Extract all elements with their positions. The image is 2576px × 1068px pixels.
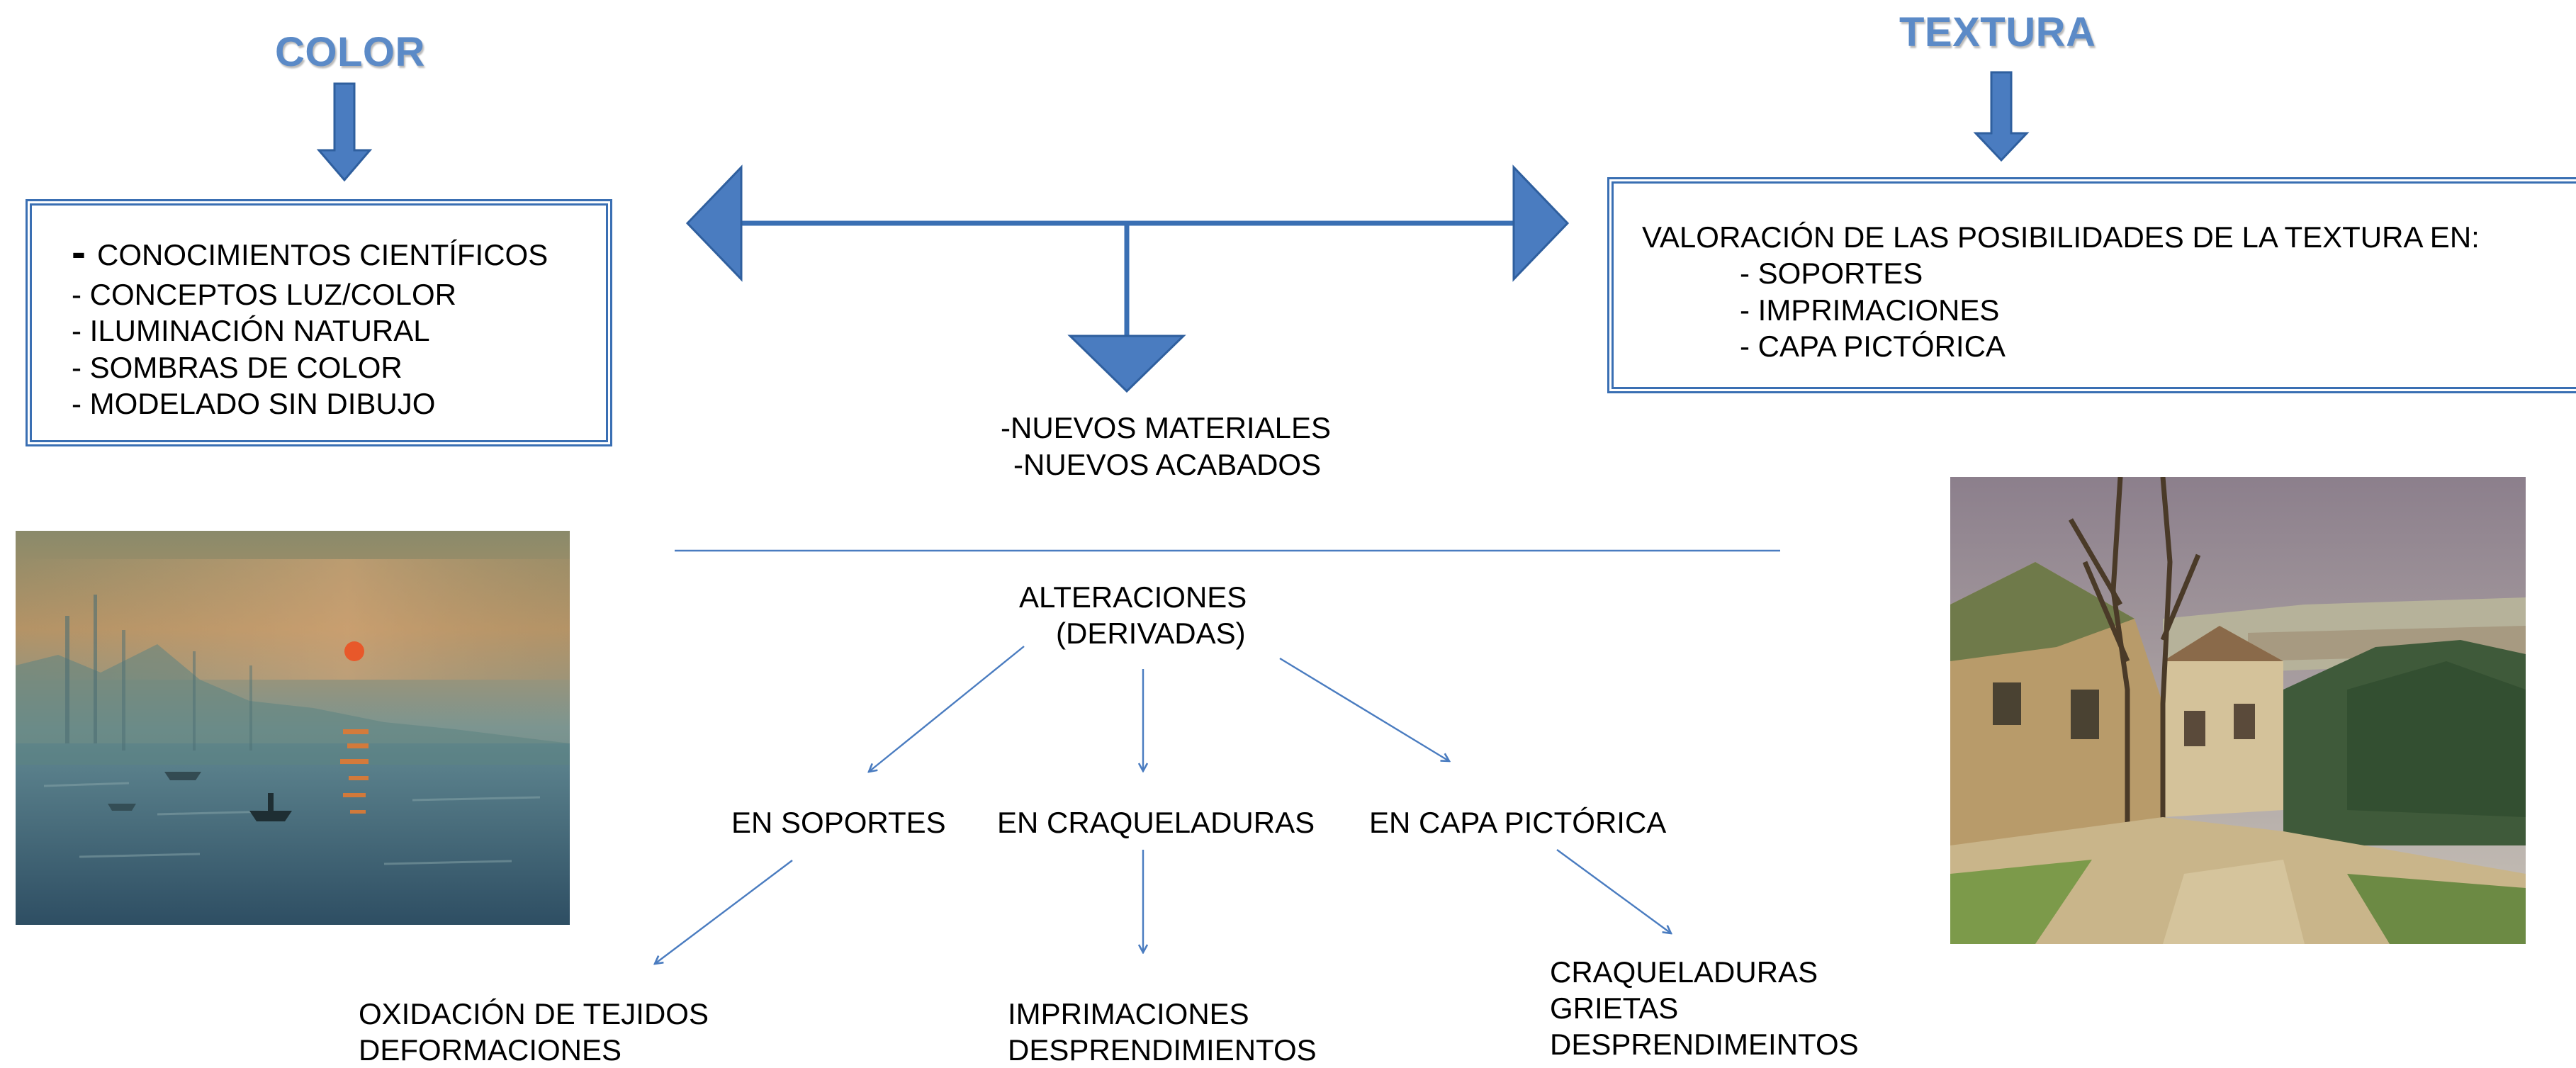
textura-box-intro: VALORACIÓN DE LAS POSIBILIDADES DE LA TE… [1642, 220, 2480, 254]
textura-box-item: - SOPORTES [1740, 257, 1923, 290]
effect-item: CRAQUELADURAS [1550, 955, 1818, 989]
effect-item: IMPRIMACIONES [1008, 997, 1249, 1030]
textura-box-item: - CAPA PICTÓRICA [1740, 330, 2006, 363]
textura-box-item: - IMPRIMACIONES [1740, 293, 2000, 327]
arrow-to-en-capa-pictorica [1279, 657, 1449, 761]
textura-down-arrow [1973, 71, 2030, 162]
color-box: -CONOCIMIENTOS CIENTÍFICOS - CONCEPTOS L… [26, 199, 612, 446]
textura-box: VALORACIÓN DE LAS POSIBILIDADES DE LA TE… [1607, 177, 2576, 393]
house-of-hanged-man-painting [1950, 477, 2526, 944]
color-box-item: - MODELADO SIN DIBUJO [72, 387, 436, 420]
color-heading: COLOR [275, 29, 425, 75]
color-box-item: -CONOCIMIENTOS CIENTÍFICOS [72, 228, 549, 276]
branch-en-soportes: EN SOPORTES [731, 806, 946, 839]
effect-item: DEFORMACIONES [359, 1033, 622, 1067]
textura-heading: TEXTURA [1899, 9, 2096, 55]
alteraciones-title: ALTERACIONES [1019, 580, 1247, 614]
branch-en-craqueladuras: EN CRAQUELADURAS [997, 806, 1315, 839]
alteraciones-subtitle: (DERIVADAS) [1056, 617, 1246, 650]
color-box-item: - ILUMINACIÓN NATURAL [72, 314, 430, 347]
arrow-capa-effects [1556, 849, 1671, 933]
nuevos-materiales: -NUEVOS MATERIALES [1001, 411, 1331, 444]
effect-item: OXIDACIÓN DE TEJIDOS [359, 997, 709, 1030]
branch-en-capa-pictorica: EN CAPA PICTÓRICA [1369, 806, 1667, 839]
nuevos-acabados: -NUEVOS ACABADOS [1013, 448, 1322, 481]
arrow-to-en-soportes [869, 646, 1025, 772]
color-box-item: - CONCEPTOS LUZ/COLOR [72, 278, 456, 311]
left-triangle-arrowhead [685, 164, 743, 282]
effect-item: GRIETAS [1550, 991, 1679, 1025]
color-box-item: - SOMBRAS DE COLOR [72, 351, 403, 384]
effect-item: DESPRENDIMEINTOS [1550, 1028, 1859, 1061]
arrow-soportes-effects [655, 860, 793, 964]
color-down-arrow [316, 82, 373, 182]
center-down-arrowhead [1067, 335, 1186, 393]
right-triangle-arrowhead [1512, 164, 1570, 282]
effect-item: DESPRENDIMIENTOS [1008, 1033, 1317, 1067]
impression-sunrise-painting [16, 531, 570, 925]
first-item-dash: - [72, 228, 86, 276]
